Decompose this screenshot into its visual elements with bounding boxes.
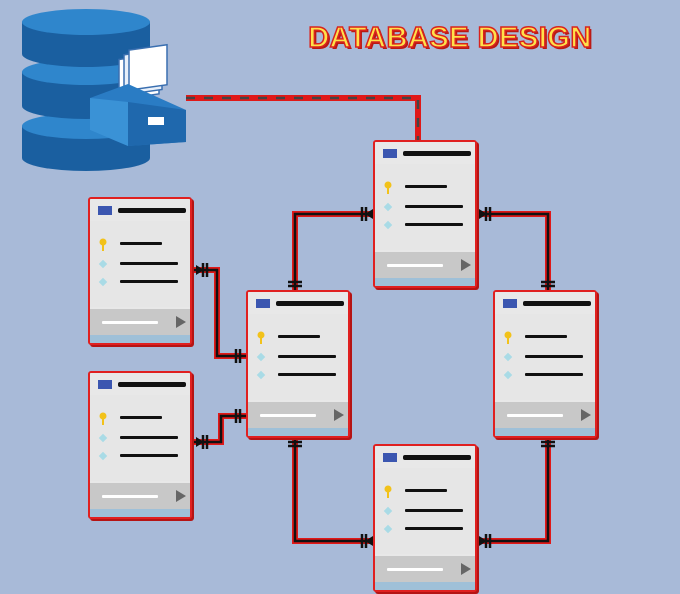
connector-bottom-right <box>476 434 551 544</box>
table-top[interactable] <box>373 140 477 288</box>
key-icon <box>503 331 513 344</box>
table-header <box>495 292 595 314</box>
connector-lefttop-center <box>192 267 248 359</box>
field-diamond-icon <box>503 369 513 381</box>
key-icon <box>383 485 393 498</box>
field-diamond-icon <box>383 201 393 213</box>
field-diamond-icon <box>256 369 266 381</box>
table-header <box>90 373 190 395</box>
key-icon <box>98 238 108 251</box>
table-header <box>248 292 348 314</box>
table-left-top[interactable] <box>88 197 192 345</box>
diagram-title: DATABASE DESIGN <box>307 21 592 55</box>
field-diamond-icon <box>98 276 108 288</box>
table-right[interactable] <box>493 290 597 438</box>
database-link <box>186 95 421 142</box>
database-icon <box>22 9 186 171</box>
play-arrow-icon[interactable] <box>461 259 471 271</box>
field-diamond-icon <box>98 258 108 270</box>
table-header <box>375 446 475 468</box>
field-diamond-icon <box>383 505 393 517</box>
key-icon <box>383 181 393 194</box>
field-diamond-icon <box>383 219 393 231</box>
play-arrow-icon[interactable] <box>461 563 471 575</box>
play-arrow-icon[interactable] <box>176 316 186 328</box>
table-left-bottom[interactable] <box>88 371 192 519</box>
field-diamond-icon <box>383 523 393 535</box>
key-icon <box>256 331 266 344</box>
connector-center-bottom <box>292 434 375 544</box>
table-bottom[interactable] <box>373 444 477 592</box>
connector-center-top <box>292 211 375 293</box>
table-header <box>90 199 190 221</box>
key-icon <box>98 412 108 425</box>
table-center[interactable] <box>246 290 350 438</box>
field-diamond-icon <box>98 450 108 462</box>
play-arrow-icon[interactable] <box>176 490 186 502</box>
table-header <box>375 142 475 164</box>
play-arrow-icon[interactable] <box>334 409 344 421</box>
field-diamond-icon <box>503 351 513 363</box>
field-diamond-icon <box>256 351 266 363</box>
database-link-dash <box>186 96 420 142</box>
file-drawer-icon <box>90 43 186 146</box>
play-arrow-icon[interactable] <box>581 409 591 421</box>
connector-top-right <box>476 211 551 293</box>
field-diamond-icon <box>98 432 108 444</box>
